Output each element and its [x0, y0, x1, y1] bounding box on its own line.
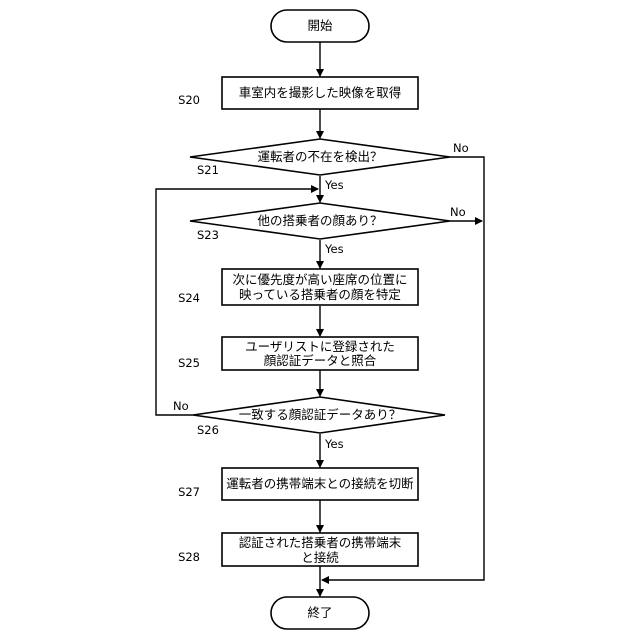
start-label: 開始 [307, 18, 333, 33]
process-s24-line1: 次に優先度が高い座席の位置に [232, 272, 407, 287]
step-label-s24: S24 [178, 291, 200, 305]
end-label: 終了 [307, 605, 332, 620]
step-label-s20: S20 [178, 93, 200, 107]
s23-no-label: No [450, 205, 466, 219]
process-s24-line2: 映っている搭乗者の顔を特定 [239, 287, 401, 302]
step-label-s25: S25 [178, 356, 200, 370]
decision-s21-text: 運転者の不在を検出？ [257, 149, 382, 164]
s21-no-label: No [453, 141, 469, 155]
step-label-s27: S27 [178, 485, 200, 499]
step-label-s28: S28 [178, 550, 200, 564]
step-label-s21: S21 [197, 163, 219, 177]
step-label-s23: S23 [197, 228, 219, 242]
s26-yes-label: Yes [324, 437, 344, 451]
process-s28-line2: と接続 [301, 550, 339, 565]
process-s25-line1: ユーザリストに登録された [245, 339, 395, 354]
process-s20-text: 車室内を撮影した映像を取得 [239, 85, 402, 100]
decision-s23-text: 他の搭乗者の顔あり？ [257, 213, 382, 228]
s26-no-label: No [173, 399, 189, 413]
decision-s26-text: 一致する顔認証データあり？ [239, 407, 402, 422]
step-label-s26: S26 [197, 423, 219, 437]
connectors [156, 42, 484, 596]
s21-yes-label: Yes [324, 178, 344, 192]
process-s28-line1: 認証された搭乗者の携帯端末 [239, 535, 402, 550]
s23-yes-label: Yes [324, 242, 344, 256]
process-s25-line2: 顔認証データと照合 [264, 353, 377, 368]
process-s27-text: 運転者の携帯端末との接続を切断 [226, 476, 413, 491]
